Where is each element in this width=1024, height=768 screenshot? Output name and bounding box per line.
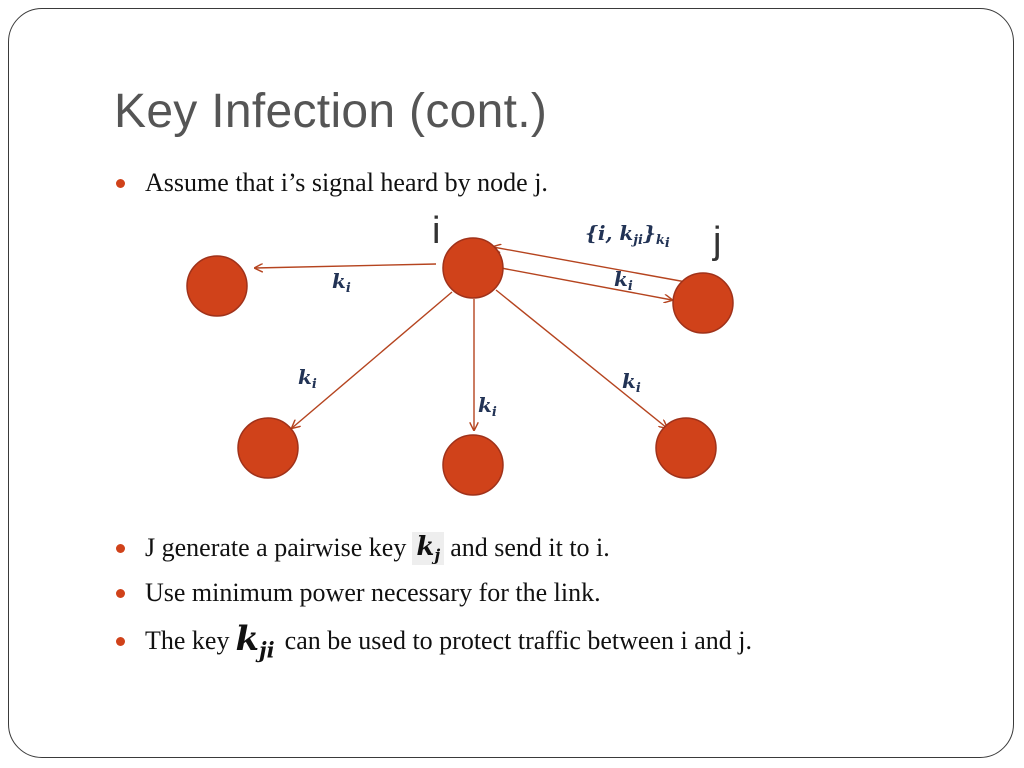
slide-frame <box>8 8 1014 758</box>
bullet-text: Assume that i’s signal heard by node j. <box>145 168 548 197</box>
node-left <box>186 255 248 317</box>
edge-i-to-j <box>500 267 672 300</box>
bullet-assume: Assume that i’s signal heard by node j. <box>116 168 548 198</box>
edge-key-label-bottom-center: ki <box>478 393 497 420</box>
edge-key-label-bottom-right: ki <box>622 369 641 396</box>
edge-i-to-bottom-left <box>292 291 453 428</box>
edge-key-label-left: ki <box>332 269 351 296</box>
inline-key-kji: kji <box>235 619 275 663</box>
label-node-j: j <box>712 220 721 262</box>
slide-title: Key Infection (cont.) <box>114 85 548 138</box>
node-bottom-center <box>442 434 504 496</box>
node-i <box>442 237 504 299</box>
inline-key-kj: kj <box>412 532 445 565</box>
edge-i-to-bottom-right <box>495 289 667 428</box>
edge-key-label-j: ki <box>614 267 633 294</box>
bullet-text-before: The key <box>145 626 230 656</box>
bullet-protect-traffic: The key kji can be used to protect traff… <box>116 622 752 660</box>
message-label-ji-encrypted: {i, kji}ki <box>585 221 670 251</box>
node-bottom-right <box>655 417 717 479</box>
bullet-dot <box>116 543 125 553</box>
node-j <box>672 272 734 334</box>
bullet-text-after: and send it to i. <box>450 533 610 563</box>
edge-i-to-left <box>255 263 437 268</box>
bullet-text-after: can be used to protect traffic between i… <box>284 626 752 656</box>
label-node-i: i <box>432 210 440 252</box>
edge-j-to-i <box>493 247 687 283</box>
bullet-dot <box>116 178 125 188</box>
node-bottom-left <box>237 417 299 479</box>
edge-key-label-bottom-left: ki <box>298 365 317 392</box>
bullet-generate-key: J generate a pairwise key kj and send it… <box>116 532 610 565</box>
bullet-text-before: J generate a pairwise key <box>145 533 407 563</box>
bullet-dot <box>116 636 125 646</box>
bullet-dot <box>116 588 125 598</box>
bullet-text: Use minimum power necessary for the link… <box>145 578 601 607</box>
bullet-min-power: Use minimum power necessary for the link… <box>116 578 601 608</box>
